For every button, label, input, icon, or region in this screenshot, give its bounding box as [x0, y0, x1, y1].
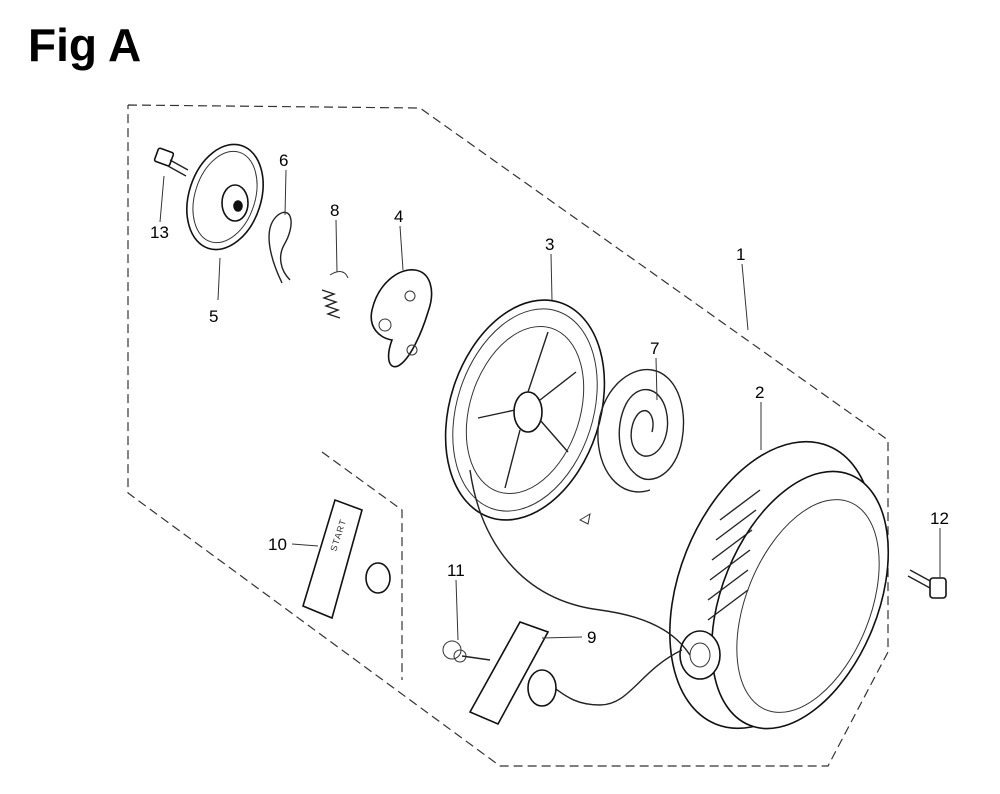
bolt-part-13 [153, 147, 189, 177]
starter-case-part-2 [669, 440, 890, 730]
friction-plate-part-5 [186, 143, 264, 251]
bolt-part-12 [907, 569, 947, 599]
small-spring-part-8 [321, 271, 349, 319]
assembly-outline [127, 104, 889, 767]
callout-9: 9 [587, 628, 596, 647]
figure-title: Fig A [28, 19, 142, 71]
callout-1: 1 [736, 245, 745, 264]
starter-rope [469, 469, 691, 706]
callout-3: 3 [545, 235, 554, 254]
callout-7: 7 [650, 339, 659, 358]
start-grip-part-10: START [302, 498, 391, 620]
callout-13: 13 [150, 223, 169, 242]
recoil-spring-part-7 [578, 368, 685, 525]
callout-5: 5 [209, 307, 218, 326]
rope-grip-part-9 [468, 621, 557, 726]
callout-6: 6 [279, 151, 288, 170]
callout-11: 11 [447, 561, 465, 580]
knot-part-11 [442, 640, 491, 663]
reel-part-3 [444, 299, 606, 521]
callout-labels: 1 2 3 4 5 6 7 8 9 10 11 12 13 [150, 151, 949, 647]
case-vents [707, 489, 761, 621]
callout-12: 12 [930, 509, 949, 528]
spring-clip-part-6 [268, 211, 292, 284]
callout-10: 10 [268, 535, 287, 554]
callout-8: 8 [330, 201, 339, 220]
callout-2: 2 [755, 383, 764, 402]
leader-lines [159, 169, 941, 641]
ratchet-part-4 [370, 269, 433, 368]
callout-4: 4 [394, 207, 403, 226]
